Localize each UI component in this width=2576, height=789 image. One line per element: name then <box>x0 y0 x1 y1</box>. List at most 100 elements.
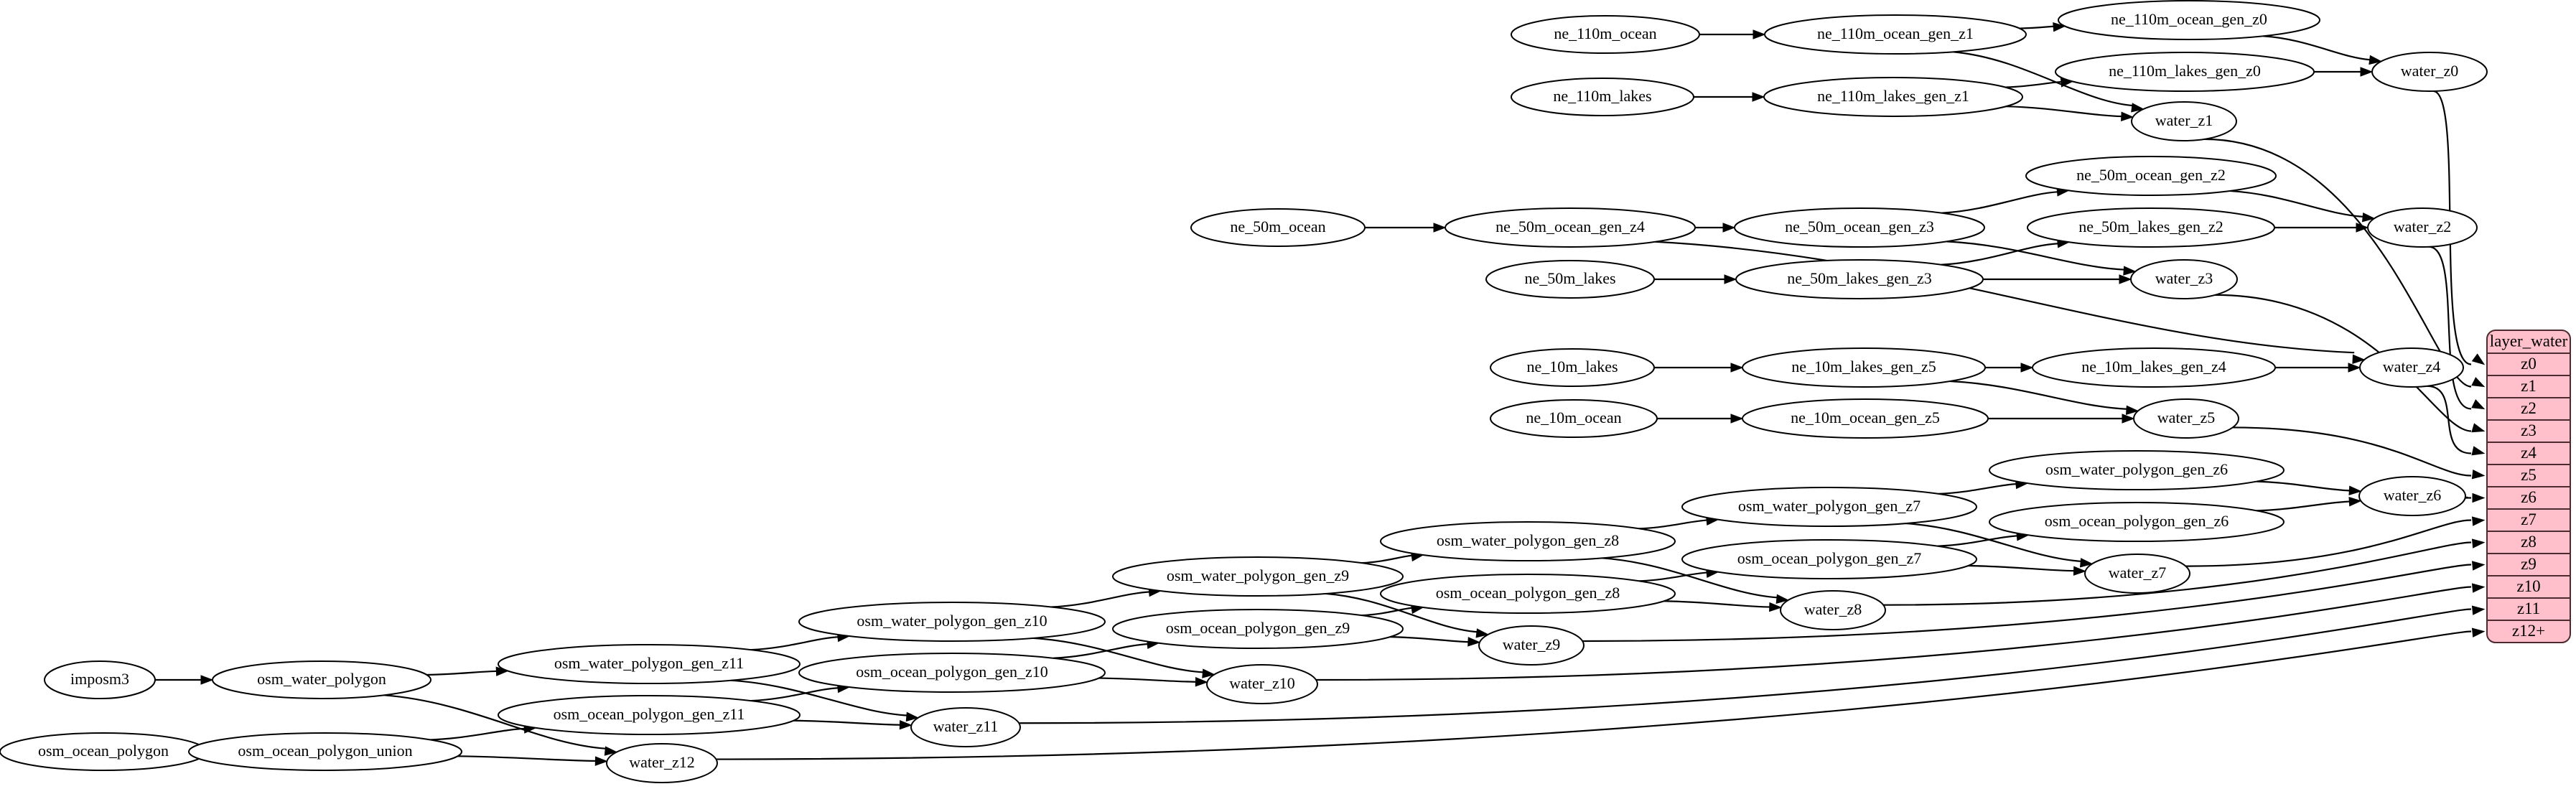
graph-node-osm_ocean_polygon_gen_z7[interactable]: osm_ocean_polygon_gen_z7 <box>1681 539 1977 579</box>
graph-node-osm_ocean_polygon_gen_z8[interactable]: osm_ocean_polygon_gen_z8 <box>1380 574 1676 614</box>
edge-arrowhead <box>1202 668 1215 678</box>
graph-node-water_z11[interactable]: water_z11 <box>910 707 1021 747</box>
graph-node-ne_50m_ocean_gen_z3[interactable]: ne_50m_ocean_gen_z3 <box>1734 207 1985 248</box>
table-row-z5[interactable]: z5 <box>2521 466 2537 484</box>
graph-node-ne_50m_lakes_gen_z3[interactable]: ne_50m_lakes_gen_z3 <box>1735 259 1984 299</box>
graph-node-osm_ocean_polygon_union[interactable]: osm_ocean_polygon_union <box>188 732 462 771</box>
graph-edge-ne_10m_lakes_gen_z5-to-water_z5 <box>1950 380 2128 411</box>
table-row-z12plus[interactable]: z12+ <box>2512 622 2545 640</box>
edge-arrowhead <box>1730 363 1744 373</box>
graph-node-ne_10m_lakes[interactable]: ne_10m_lakes <box>1490 348 1655 387</box>
edge-arrowhead <box>2471 470 2486 480</box>
node-label: osm_ocean_polygon_gen_z10 <box>856 663 1048 681</box>
node-label: ne_50m_ocean_gen_z3 <box>1785 218 1934 235</box>
graph-node-osm_water_polygon_gen_z11[interactable]: osm_water_polygon_gen_z11 <box>498 644 801 684</box>
node-label: ne_50m_ocean_gen_z4 <box>1495 218 1645 235</box>
graph-node-ne_10m_ocean[interactable]: ne_10m_ocean <box>1490 399 1658 438</box>
graph-node-ne_50m_lakes[interactable]: ne_50m_lakes <box>1485 260 1655 299</box>
graph-node-ne_110m_lakes_gen_z0[interactable]: ne_110m_lakes_gen_z0 <box>2055 52 2315 92</box>
graph-node-osm_ocean_polygon_gen_z10[interactable]: osm_ocean_polygon_gen_z10 <box>798 653 1106 693</box>
node-ellipse <box>2027 207 2275 248</box>
graph-node-osm_ocean_polygon[interactable]: osm_ocean_polygon <box>0 732 207 771</box>
graph-node-ne_10m_lakes_gen_z4[interactable]: ne_10m_lakes_gen_z4 <box>2032 347 2276 388</box>
node-ellipse <box>212 660 431 699</box>
graph-edge-water_z8-to-layer_water-z8 <box>1883 541 2472 606</box>
graph-node-ne_10m_lakes_gen_z5[interactable]: ne_10m_lakes_gen_z5 <box>1742 347 1986 388</box>
graph-node-water_z0[interactable]: water_z0 <box>2371 52 2488 92</box>
graph-node-water_z9[interactable]: water_z9 <box>1478 625 1585 666</box>
graph-node-ne_50m_lakes_gen_z2[interactable]: ne_50m_lakes_gen_z2 <box>2027 207 2275 248</box>
table-row-z9[interactable]: z9 <box>2521 555 2537 573</box>
edge-arrowhead <box>2360 67 2374 77</box>
graph-edge-osm_water_polygon_gen_z11-to-osm_water_polygon_gen_z10 <box>751 636 839 651</box>
edge-arrowhead <box>2471 516 2486 526</box>
graph-edge-osm_water_polygon_gen_z6-to-water_z6 <box>2256 480 2351 492</box>
graph-node-imposm3[interactable]: imposm3 <box>44 660 156 699</box>
node-ellipse <box>1485 260 1655 299</box>
node-label: water_z6 <box>2384 486 2442 504</box>
graph-node-osm_water_polygon_gen_z6[interactable]: osm_water_polygon_gen_z6 <box>1989 450 2285 490</box>
graph-node-osm_ocean_polygon_gen_z9[interactable]: osm_ocean_polygon_gen_z9 <box>1112 609 1404 649</box>
graph-node-osm_water_polygon_gen_z9[interactable]: osm_water_polygon_gen_z9 <box>1112 556 1404 597</box>
node-ellipse <box>188 732 462 771</box>
graph-node-ne_110m_lakes[interactable]: ne_110m_lakes <box>1511 78 1694 116</box>
graph-node-water_z12[interactable]: water_z12 <box>606 743 718 783</box>
graph-node-ne_110m_ocean_gen_z1[interactable]: ne_110m_ocean_gen_z1 <box>1764 14 2027 55</box>
table-row-z7[interactable]: z7 <box>2521 510 2537 528</box>
table-row-z0[interactable]: z0 <box>2521 355 2537 373</box>
table-row-z4[interactable]: z4 <box>2521 444 2537 462</box>
table-row-z11[interactable]: z11 <box>2517 599 2540 617</box>
graph-node-water_z7[interactable]: water_z7 <box>2084 554 2190 594</box>
graph-edge-water_z11-to-layer_water-z11 <box>1019 608 2472 724</box>
graph-node-water_z4[interactable]: water_z4 <box>2359 347 2464 388</box>
node-ellipse <box>1112 556 1404 597</box>
table-row-z8[interactable]: z8 <box>2521 533 2537 551</box>
graph-node-water_z6[interactable]: water_z6 <box>2358 476 2466 516</box>
node-ellipse <box>1380 574 1676 614</box>
table-row-z1[interactable]: z1 <box>2521 377 2537 395</box>
graph-node-ne_110m_ocean[interactable]: ne_110m_ocean <box>1511 15 1700 54</box>
graph-node-water_z8[interactable]: water_z8 <box>1780 590 1886 630</box>
graph-node-water_z3[interactable]: water_z3 <box>2130 259 2238 299</box>
edge-arrowhead <box>1467 637 1481 647</box>
edge-arrowhead <box>2471 423 2486 433</box>
graph-node-ne_110m_ocean_gen_z0[interactable]: ne_110m_ocean_gen_z0 <box>2058 0 2320 40</box>
table-row-z3[interactable]: z3 <box>2521 421 2537 439</box>
graph-node-osm_water_polygon[interactable]: osm_water_polygon <box>212 660 431 699</box>
graph-edge-ne_50m_lakes_gen_z3-to-ne_50m_lakes_gen_z2 <box>1941 243 2060 266</box>
graph-node-ne_110m_lakes_gen_z1[interactable]: ne_110m_lakes_gen_z1 <box>1763 77 2023 117</box>
graph-edge-osm_ocean_polygon_union-to-osm_ocean_polygon_gen_z11 <box>430 727 526 741</box>
graph-node-osm_ocean_polygon_gen_z6[interactable]: osm_ocean_polygon_gen_z6 <box>1989 502 2285 542</box>
graph-node-ne_50m_ocean[interactable]: ne_50m_ocean <box>1190 208 1366 247</box>
table-row-z6[interactable]: z6 <box>2521 488 2537 506</box>
node-ellipse <box>2133 398 2239 439</box>
node-ellipse <box>2131 101 2237 141</box>
graph-node-ne_10m_ocean_gen_z5[interactable]: ne_10m_ocean_gen_z5 <box>1742 398 1989 439</box>
graph-edge-ne_50m_ocean_gen_z4-to-water_z4 <box>1655 241 2355 354</box>
graph-node-osm_water_polygon_gen_z10[interactable]: osm_water_polygon_gen_z10 <box>798 602 1106 642</box>
graph-node-water_z2[interactable]: water_z2 <box>2367 207 2478 248</box>
node-label: osm_water_polygon_gen_z8 <box>1437 531 1619 549</box>
node-ellipse <box>1735 259 1984 299</box>
graph-node-ne_50m_ocean_gen_z4[interactable]: ne_50m_ocean_gen_z4 <box>1445 207 1696 248</box>
graph-edge-osm_water_polygon_gen_z11-to-water_z11 <box>730 679 908 716</box>
graph-node-water_z5[interactable]: water_z5 <box>2133 398 2239 439</box>
edge-arrowhead <box>2471 561 2486 571</box>
graph-node-osm_ocean_polygon_gen_z11[interactable]: osm_ocean_polygon_gen_z11 <box>498 695 801 735</box>
table-row-z2[interactable]: z2 <box>2521 399 2537 417</box>
node-ellipse <box>1764 14 2027 55</box>
node-ellipse <box>1742 347 1986 388</box>
graph-node-water_z10[interactable]: water_z10 <box>1206 664 1318 704</box>
nodes-layer: ne_110m_ocean ne_110m_ocean_gen_z1 ne_110m… <box>0 0 2488 783</box>
table-row-z10[interactable]: z10 <box>2516 577 2540 595</box>
graph-node-ne_50m_ocean_gen_z2[interactable]: ne_50m_ocean_gen_z2 <box>2025 156 2277 196</box>
graph-edge-water_z4-to-layer_water-z4 <box>2427 385 2472 454</box>
graph-edge-osm_ocean_polygon_gen_z8-to-osm_ocean_polygon_gen_z7 <box>1638 571 1709 582</box>
graph-node-osm_water_polygon_gen_z7[interactable]: osm_water_polygon_gen_z7 <box>1681 487 1977 527</box>
graph-node-osm_water_polygon_gen_z8[interactable]: osm_water_polygon_gen_z8 <box>1380 521 1676 561</box>
edge-arrowhead <box>899 719 913 730</box>
edge-arrowhead <box>2119 274 2132 284</box>
graph-node-water_z1[interactable]: water_z1 <box>2131 101 2237 141</box>
graph-edge-osm_water_polygon_gen_z8-to-osm_water_polygon_gen_z7 <box>1638 519 1709 530</box>
edge-arrowhead <box>1724 274 1737 284</box>
